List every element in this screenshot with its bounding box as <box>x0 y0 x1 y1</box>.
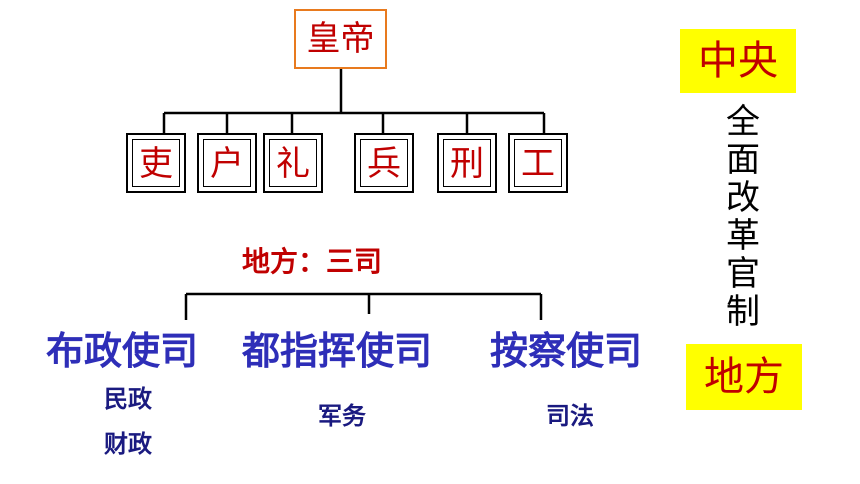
duty-civil-2: 财政 <box>104 430 152 458</box>
ministry-label: 吏 <box>132 139 180 187</box>
local-title: 地方：三司 <box>242 245 383 278</box>
ministry-box-rites: 礼 <box>263 133 323 193</box>
ministry-label: 工 <box>514 139 562 187</box>
ministry-box-works: 工 <box>508 133 568 193</box>
duty-military: 军务 <box>318 402 366 430</box>
local-tag: 地方 <box>686 344 802 410</box>
ministry-box-personnel: 吏 <box>126 133 186 193</box>
office-military: 都指挥使司 <box>242 329 433 373</box>
emperor-label: 皇帝 <box>306 19 375 59</box>
ministry-box-war: 兵 <box>354 133 414 193</box>
ministry-label: 礼 <box>269 139 317 187</box>
ministry-label: 兵 <box>360 139 408 187</box>
office-civil: 布政使司 <box>46 329 199 373</box>
office-judicial: 按察使司 <box>490 329 643 373</box>
ministry-box-justice: 刑 <box>437 133 497 193</box>
ministry-label: 户 <box>203 139 251 187</box>
ministry-box-revenue: 户 <box>197 133 257 193</box>
emperor-box: 皇帝 <box>294 9 387 69</box>
ministry-label: 刑 <box>443 139 491 187</box>
duty-judicial: 司法 <box>546 402 594 430</box>
reform-vertical-text: 全面改革官制 <box>726 102 760 332</box>
duty-civil-1: 民政 <box>104 385 152 413</box>
central-tag: 中央 <box>680 29 796 93</box>
